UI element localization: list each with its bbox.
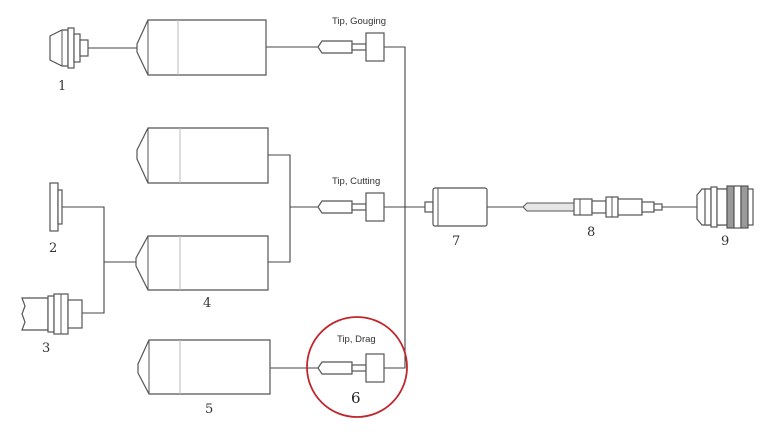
part-number-7: 7 — [452, 234, 460, 249]
part-2-ring — [49, 182, 63, 232]
tip-gouging — [317, 32, 385, 62]
part-number-9: 9 — [721, 234, 729, 249]
shield-4-lower — [135, 235, 269, 291]
highlight-circle — [306, 316, 408, 418]
part-number-4: 4 — [203, 296, 211, 311]
shield-5 — [137, 339, 271, 395]
connector-lines — [62, 46, 697, 369]
tip-cutting — [317, 192, 385, 222]
part-number-5: 5 — [205, 402, 213, 417]
part-8-electrode — [522, 196, 663, 218]
part-1-retaining-cap — [49, 27, 89, 69]
part-7 — [424, 187, 488, 227]
tip-drag — [317, 353, 385, 383]
shield-row-1 — [136, 19, 267, 76]
tip-gouging-label: Tip, Gouging — [332, 16, 386, 27]
tip-cutting-label: Tip, Cutting — [332, 176, 380, 187]
shield-4-upper — [136, 127, 269, 184]
part-number-2: 2 — [49, 241, 57, 256]
part-3-adapter — [21, 293, 83, 335]
part-9-connector — [696, 185, 754, 229]
tip-drag-label: Tip, Drag — [337, 334, 376, 345]
part-number-3: 3 — [42, 341, 50, 356]
part-number-1: 1 — [58, 79, 66, 94]
part-number-8: 8 — [587, 225, 595, 240]
part-number-6: 6 — [351, 389, 361, 407]
